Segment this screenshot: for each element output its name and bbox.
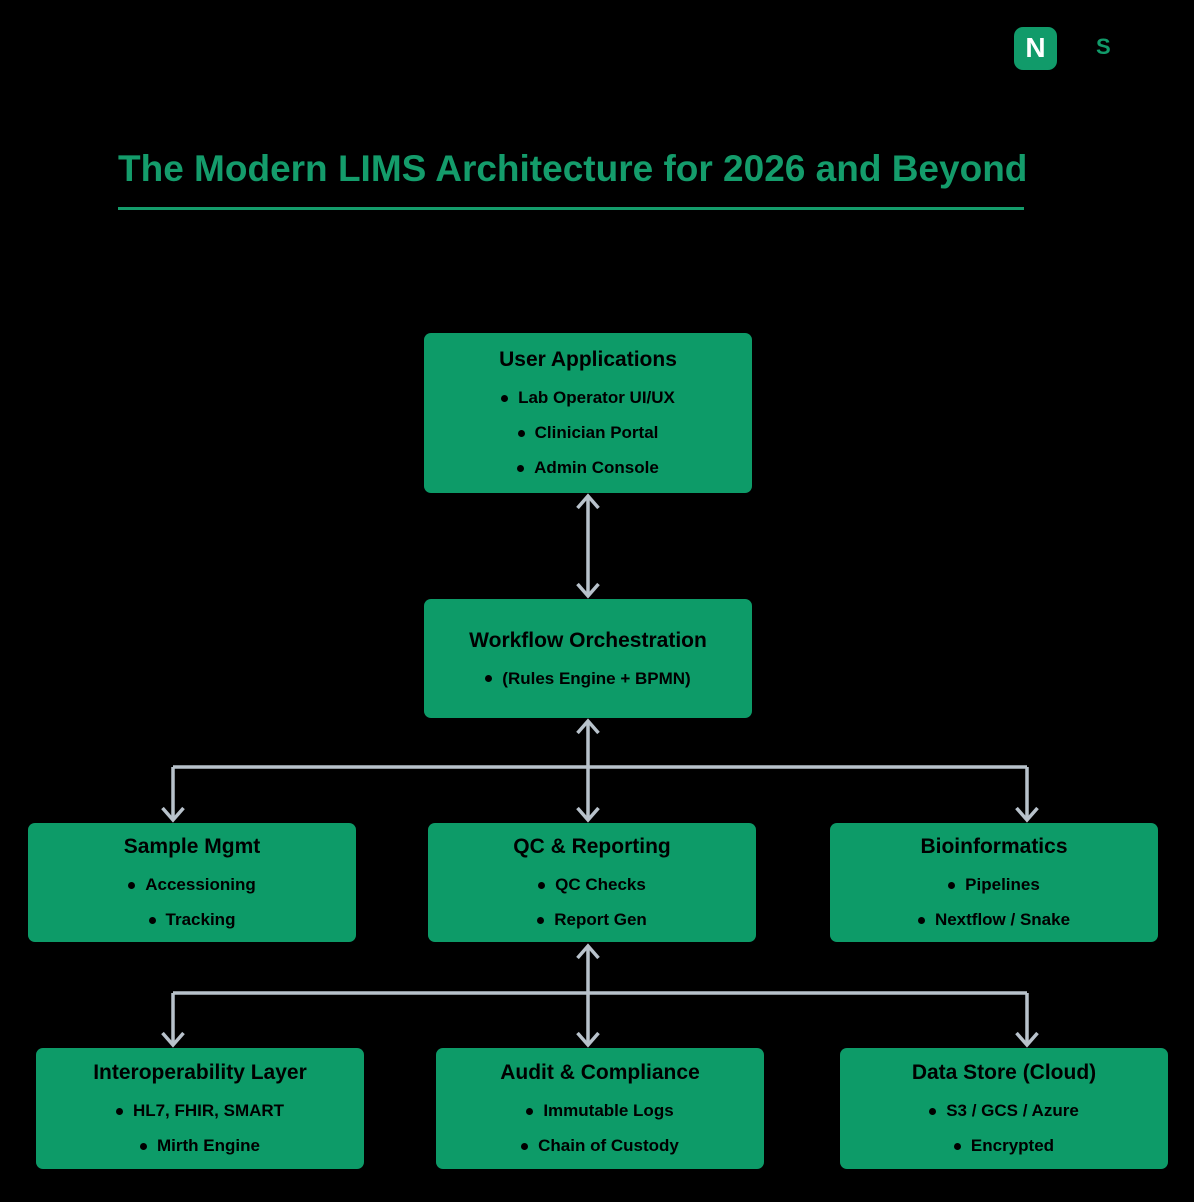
connector-qc-to-row — [161, 943, 1039, 1048]
bullet-dot-icon — [517, 464, 525, 472]
node-bullet: Pipelines — [948, 874, 1040, 896]
node-bullet: Admin Console — [517, 457, 659, 479]
bullet-dot-icon — [929, 1107, 937, 1115]
logo-n-icon: N — [1025, 31, 1046, 63]
bullet-dot-icon — [953, 1142, 961, 1150]
bullet-dot-icon — [537, 916, 545, 924]
title-underline — [118, 207, 1024, 210]
node-title: Audit & Compliance — [500, 1061, 700, 1084]
node-bullet: Report Gen — [537, 909, 647, 931]
node-qc-reporting: QC & Reporting QC Checks Report Gen — [428, 823, 756, 942]
node-title: User Applications — [499, 348, 677, 371]
node-audit-compliance: Audit & Compliance Immutable Logs Chain … — [436, 1048, 764, 1169]
node-bullet: Encrypted — [953, 1135, 1054, 1157]
arrow-userapps-workflow — [576, 493, 600, 599]
bullet-dot-icon — [140, 1142, 148, 1150]
node-data-store-cloud: Data Store (Cloud) S3 / GCS / Azure Encr… — [840, 1048, 1168, 1169]
bullet-dot-icon — [526, 1107, 534, 1115]
bullet-dot-icon — [128, 881, 136, 889]
node-bullet: Chain of Custody — [521, 1135, 679, 1157]
node-title: Data Store (Cloud) — [911, 1061, 1097, 1084]
node-title: Bioinformatics — [920, 835, 1068, 858]
bullet-dot-icon — [917, 916, 925, 924]
node-title: Sample Mgmt — [123, 835, 261, 858]
page-title: The Modern LIMS Architecture for 2026 an… — [118, 148, 1028, 189]
brand-side-letter: S — [1096, 34, 1111, 59]
node-bullet: Accessioning — [128, 874, 256, 896]
node-bullet: S3 / GCS / Azure — [929, 1100, 1079, 1122]
node-bullet: Lab Operator UI/UX — [501, 387, 675, 409]
bullet-dot-icon — [485, 675, 493, 682]
node-title: QC & Reporting — [513, 835, 671, 858]
node-bullet: Nextflow / Snake — [917, 909, 1070, 931]
node-bullet: Tracking — [148, 909, 235, 931]
node-bullet: Clinician Portal — [517, 422, 658, 444]
node-bullet: HL7, FHIR, SMART — [115, 1100, 284, 1122]
bullet-dot-icon — [115, 1107, 123, 1115]
node-bullet: QC Checks — [538, 874, 646, 896]
brand-logo: N — [1014, 27, 1057, 70]
node-bullet: (Rules Engine + BPMN) — [485, 668, 691, 690]
node-sample-mgmt: Sample Mgmt Accessioning Tracking — [28, 823, 356, 942]
bullet-dot-icon — [148, 916, 156, 924]
node-title: Interoperability Layer — [93, 1061, 307, 1084]
bullet-dot-icon — [517, 429, 525, 437]
node-title: Workflow Orchestration — [469, 628, 707, 652]
node-bullet: Immutable Logs — [526, 1100, 674, 1122]
bullet-dot-icon — [501, 394, 509, 402]
node-interoperability-layer: Interoperability Layer HL7, FHIR, SMART … — [36, 1048, 364, 1169]
node-bullet: Mirth Engine — [140, 1135, 260, 1157]
node-bioinformatics: Bioinformatics Pipelines Nextflow / Snak… — [830, 823, 1158, 942]
bullet-dot-icon — [948, 881, 956, 889]
node-user-applications: User Applications Lab Operator UI/UX Cli… — [424, 333, 752, 493]
bullet-dot-icon — [521, 1142, 529, 1150]
bullet-dot-icon — [538, 881, 546, 889]
node-workflow-orchestration: Workflow Orchestration (Rules Engine + B… — [424, 599, 752, 718]
connector-workflow-to-row — [161, 718, 1039, 823]
